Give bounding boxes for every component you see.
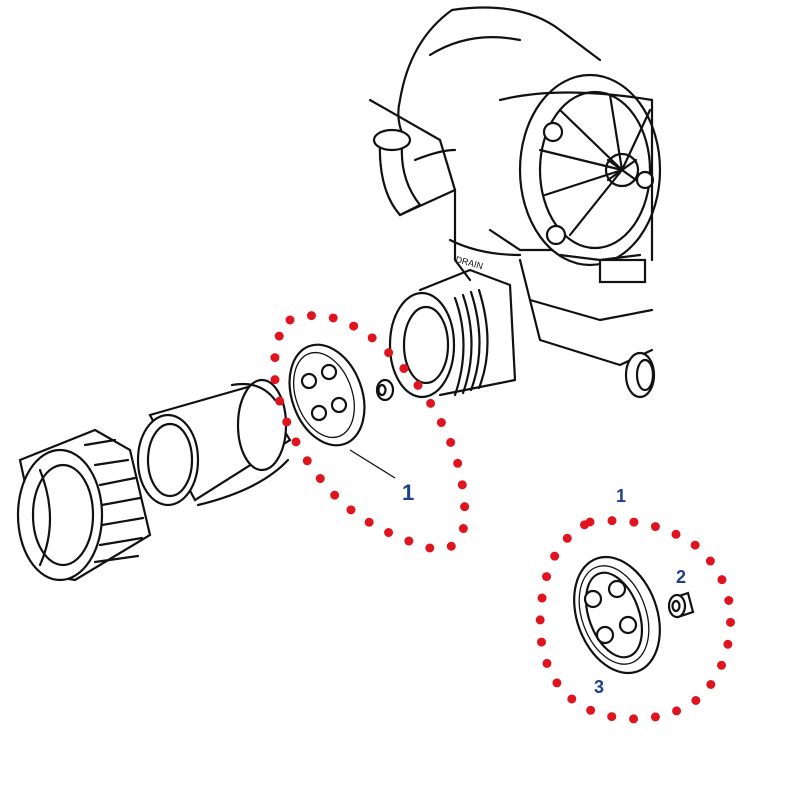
callout-1-detail-title: 1 <box>616 486 626 506</box>
callout-1-main: 1 <box>402 480 414 505</box>
ring-nut-drawing <box>16 428 152 582</box>
highlight-outline-main <box>270 311 470 554</box>
orifice-detail <box>667 591 695 619</box>
callout-2-orifice: 2 <box>676 567 686 587</box>
pipe-sleeve-drawing <box>136 378 292 507</box>
injector-disc-main <box>288 343 396 479</box>
orifice-main <box>375 378 395 402</box>
drain-label: DRAIN <box>454 254 484 271</box>
highlight-outline-detail <box>535 516 736 724</box>
control-valve-drawing: DRAIN <box>368 6 662 399</box>
callout-3-seal: 3 <box>594 677 604 697</box>
injector-disc-detail <box>573 555 661 675</box>
